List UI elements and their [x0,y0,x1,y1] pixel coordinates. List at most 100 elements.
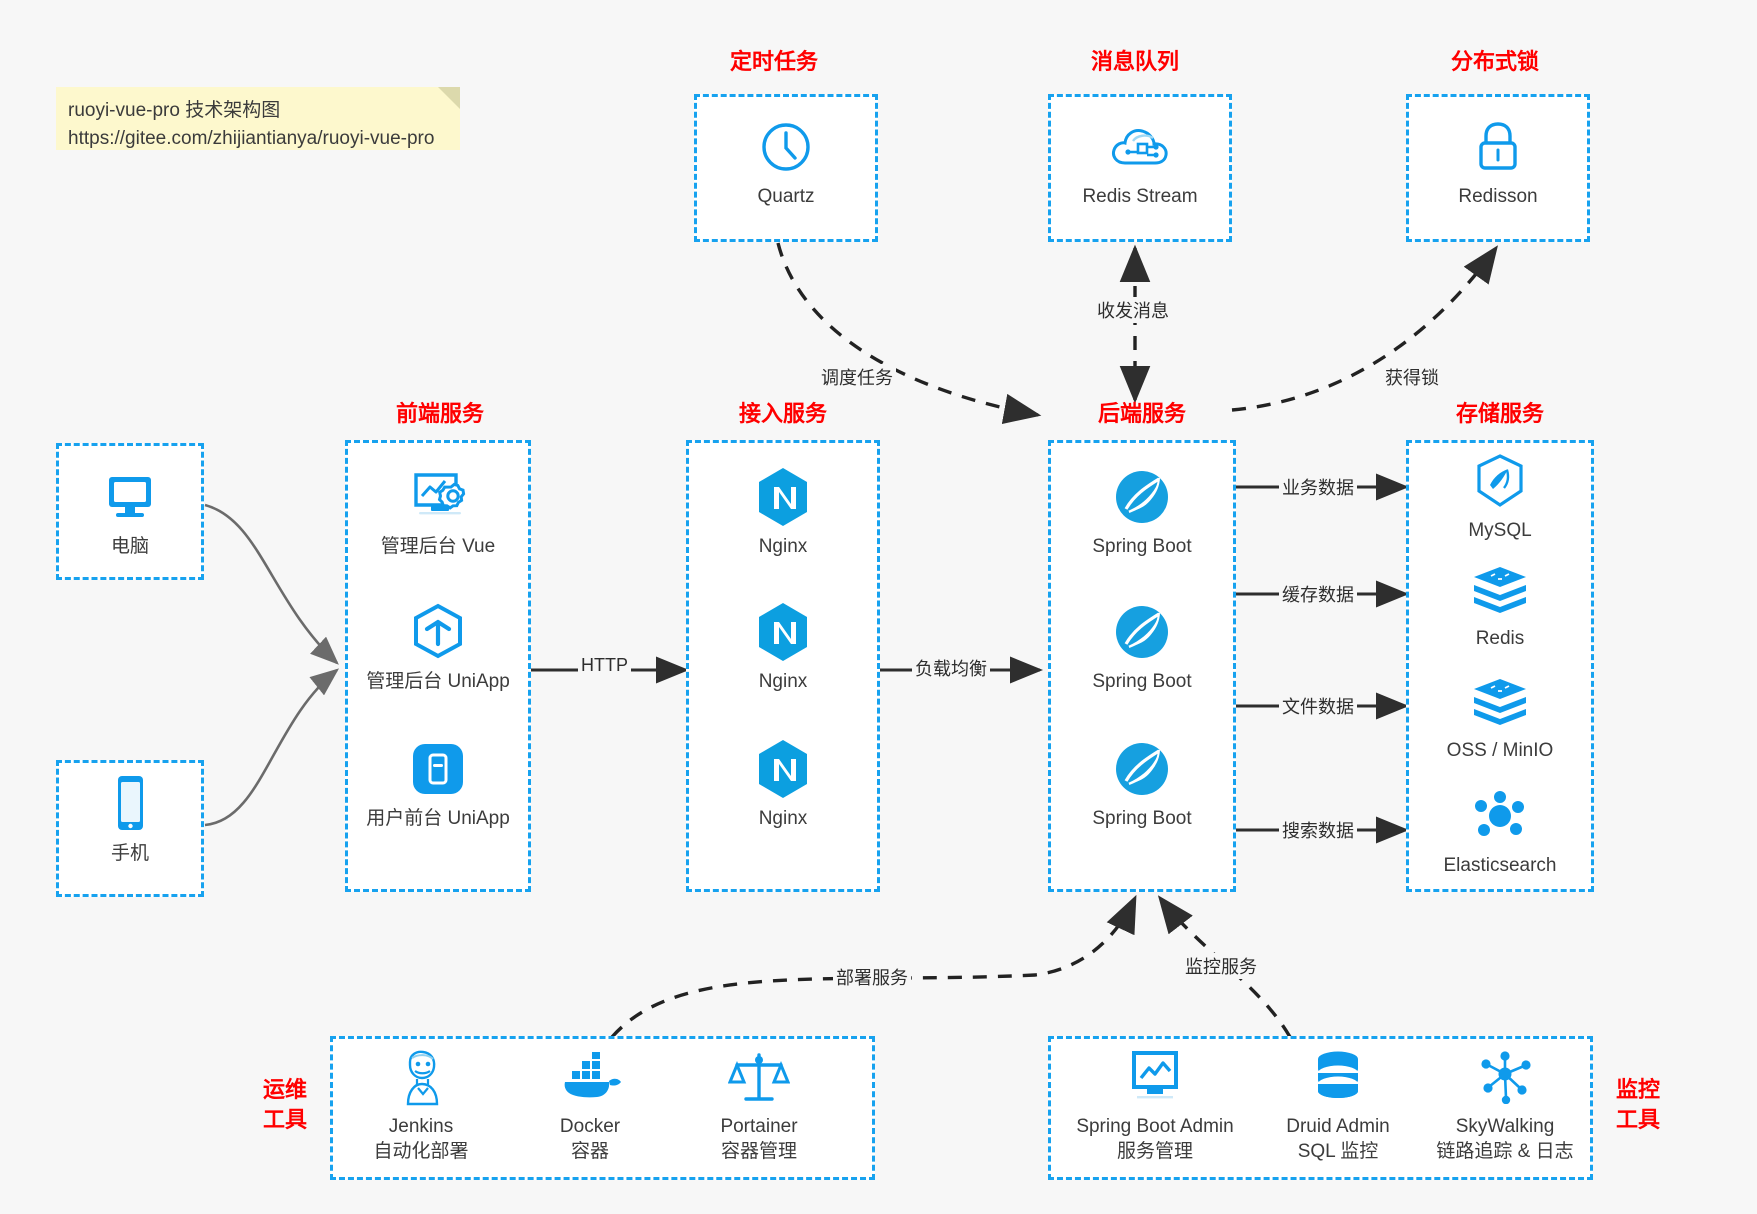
edge-label-deploy-service: 部署服务 [833,964,911,990]
node-spring-boot-admin[interactable]: Spring Boot Admin 服务管理 [1060,1048,1250,1164]
node-label: OSS / MinIO [1446,740,1554,761]
note-title-line: ruoyi-vue-pro 技术架构图 [68,100,281,121]
desktop-icon [101,468,159,526]
group-title-storage: 存储服务 [1455,401,1544,426]
node-docker[interactable]: Docker 容器 [504,1048,676,1164]
edge-label-business-data: 业务数据 [1279,474,1357,500]
redis-icon [1471,560,1529,618]
group-title-ops-line1: 运维 [262,1077,307,1102]
edge-label-load-balance: 负载均衡 [912,655,990,681]
node-label: Quartz [757,186,815,207]
node-redis-stream[interactable]: Redis Stream [1060,118,1220,209]
diagram-note: ruoyi-vue-pro 技术架构图 https://gitee.com/zh… [56,87,460,150]
node-user-uniapp[interactable]: 用户前台 UniApp [358,740,518,831]
node-druid-admin[interactable]: Druid Admin SQL 监控 [1248,1048,1428,1164]
node-mobile[interactable]: 手机 [50,775,210,866]
group-box-client-desktop [56,443,204,580]
node-sublabel: 服务管理 [1116,1141,1193,1162]
edge-label-schedule-task: 调度任务 [818,364,896,390]
group-title-frontend: 前端服务 [395,401,484,426]
group-title-ops-line2: 工具 [262,1107,307,1132]
note-fold-corner [438,87,460,109]
group-box-lock [1406,94,1590,242]
edge-label-cache-data: 缓存数据 [1279,581,1357,607]
wire-backend-to-lock [1231,245,1498,412]
node-label: Druid Admin [1286,1116,1390,1137]
group-title-gateway: 接入服务 [738,401,827,426]
node-label: Nginx [758,536,808,557]
node-label: Spring Boot [1092,536,1192,557]
node-spring-boot-1[interactable]: Spring Boot [1062,468,1222,559]
node-spring-boot-2[interactable]: Spring Boot [1062,603,1222,694]
node-nginx-2[interactable]: Nginx [703,603,863,694]
node-label: 手机 [110,843,149,864]
node-oss-minio[interactable]: OSS / MinIO [1420,672,1580,763]
node-sublabel: 链路追踪 & 日志 [1436,1141,1574,1162]
nginx-icon [755,740,811,798]
node-mysql[interactable]: MySQL [1420,452,1580,543]
node-sublabel: 自动化部署 [373,1141,469,1162]
node-label: Redisson [1458,186,1538,207]
group-title-lock: 分布式锁 [1450,49,1539,74]
group-box-ops [330,1036,875,1180]
node-label: Redis Stream [1082,186,1198,207]
node-skywalking[interactable]: SkyWalking 链路追踪 & 日志 [1410,1048,1600,1164]
nginx-icon [755,468,811,526]
node-admin-vue[interactable]: 管理后台 Vue [358,468,518,559]
node-redisson[interactable]: Redisson [1418,118,1578,209]
group-title-monitor: 监控 工具 [1608,1075,1668,1135]
docker-icon [557,1048,623,1106]
node-label: Elasticsearch [1443,855,1557,876]
node-sublabel: 容器管理 [720,1141,797,1162]
jenkins-icon [390,1048,452,1106]
node-label: 用户前台 UniApp [366,808,510,829]
wire-mobile-to-frontend [204,668,340,827]
nginx-icon [755,603,811,661]
node-spring-boot-3[interactable]: Spring Boot [1062,740,1222,831]
wire-quartz-to-backend [776,242,1042,424]
group-title-mq: 消息队列 [1090,49,1179,74]
group-title-monitor-line2: 工具 [1615,1107,1660,1132]
node-label: Docker [559,1116,621,1137]
note-url-line: https://gitee.com/zhijiantianya/ruoyi-vu… [68,128,435,149]
node-label: Redis [1475,628,1525,649]
elasticsearch-icon [1472,787,1528,845]
edge-label-search-data: 搜索数据 [1279,817,1357,843]
node-jenkins[interactable]: Jenkins 自动化部署 [335,1048,507,1164]
dashboard-gear-icon [407,468,469,526]
node-admin-uniapp[interactable]: 管理后台 UniApp [358,603,518,694]
phone-app-icon [409,740,467,798]
node-quartz[interactable]: Quartz [706,118,866,209]
edge-label-file-data: 文件数据 [1279,693,1357,719]
portainer-icon [728,1048,790,1106]
node-sublabel: 容器 [570,1141,609,1162]
skywalking-icon [1476,1048,1534,1106]
mysql-icon [1473,452,1527,510]
group-title-backend: 后端服务 [1097,401,1186,426]
node-label: Spring Boot [1092,808,1192,829]
node-nginx-1[interactable]: Nginx [703,468,863,559]
node-nginx-3[interactable]: Nginx [703,740,863,831]
group-box-frontend [345,440,531,892]
node-label: Nginx [758,808,808,829]
monitor-chart-icon [1124,1048,1186,1106]
group-title-scheduler: 定时任务 [729,49,818,74]
cloud-stream-icon [1109,118,1171,176]
node-label: Portainer [720,1116,798,1137]
padlock-icon [1472,118,1524,176]
node-desktop[interactable]: 电脑 [50,468,210,559]
group-title-ops: 运维 工具 [255,1075,315,1135]
uniapp-hexagon-icon [410,603,466,661]
clock-icon [758,118,814,176]
edge-label-acquire-lock: 获得锁 [1382,364,1442,390]
node-elasticsearch[interactable]: Elasticsearch [1420,787,1580,878]
spring-boot-icon [1112,468,1172,526]
node-label: 管理后台 Vue [380,536,496,557]
edge-label-http: HTTP [578,655,631,676]
node-redis[interactable]: Redis [1420,560,1580,651]
spring-boot-icon [1112,603,1172,661]
node-sublabel: SQL 监控 [1297,1141,1379,1162]
group-title-monitor-line1: 监控 [1615,1077,1660,1102]
node-portainer[interactable]: Portainer 容器管理 [673,1048,845,1164]
